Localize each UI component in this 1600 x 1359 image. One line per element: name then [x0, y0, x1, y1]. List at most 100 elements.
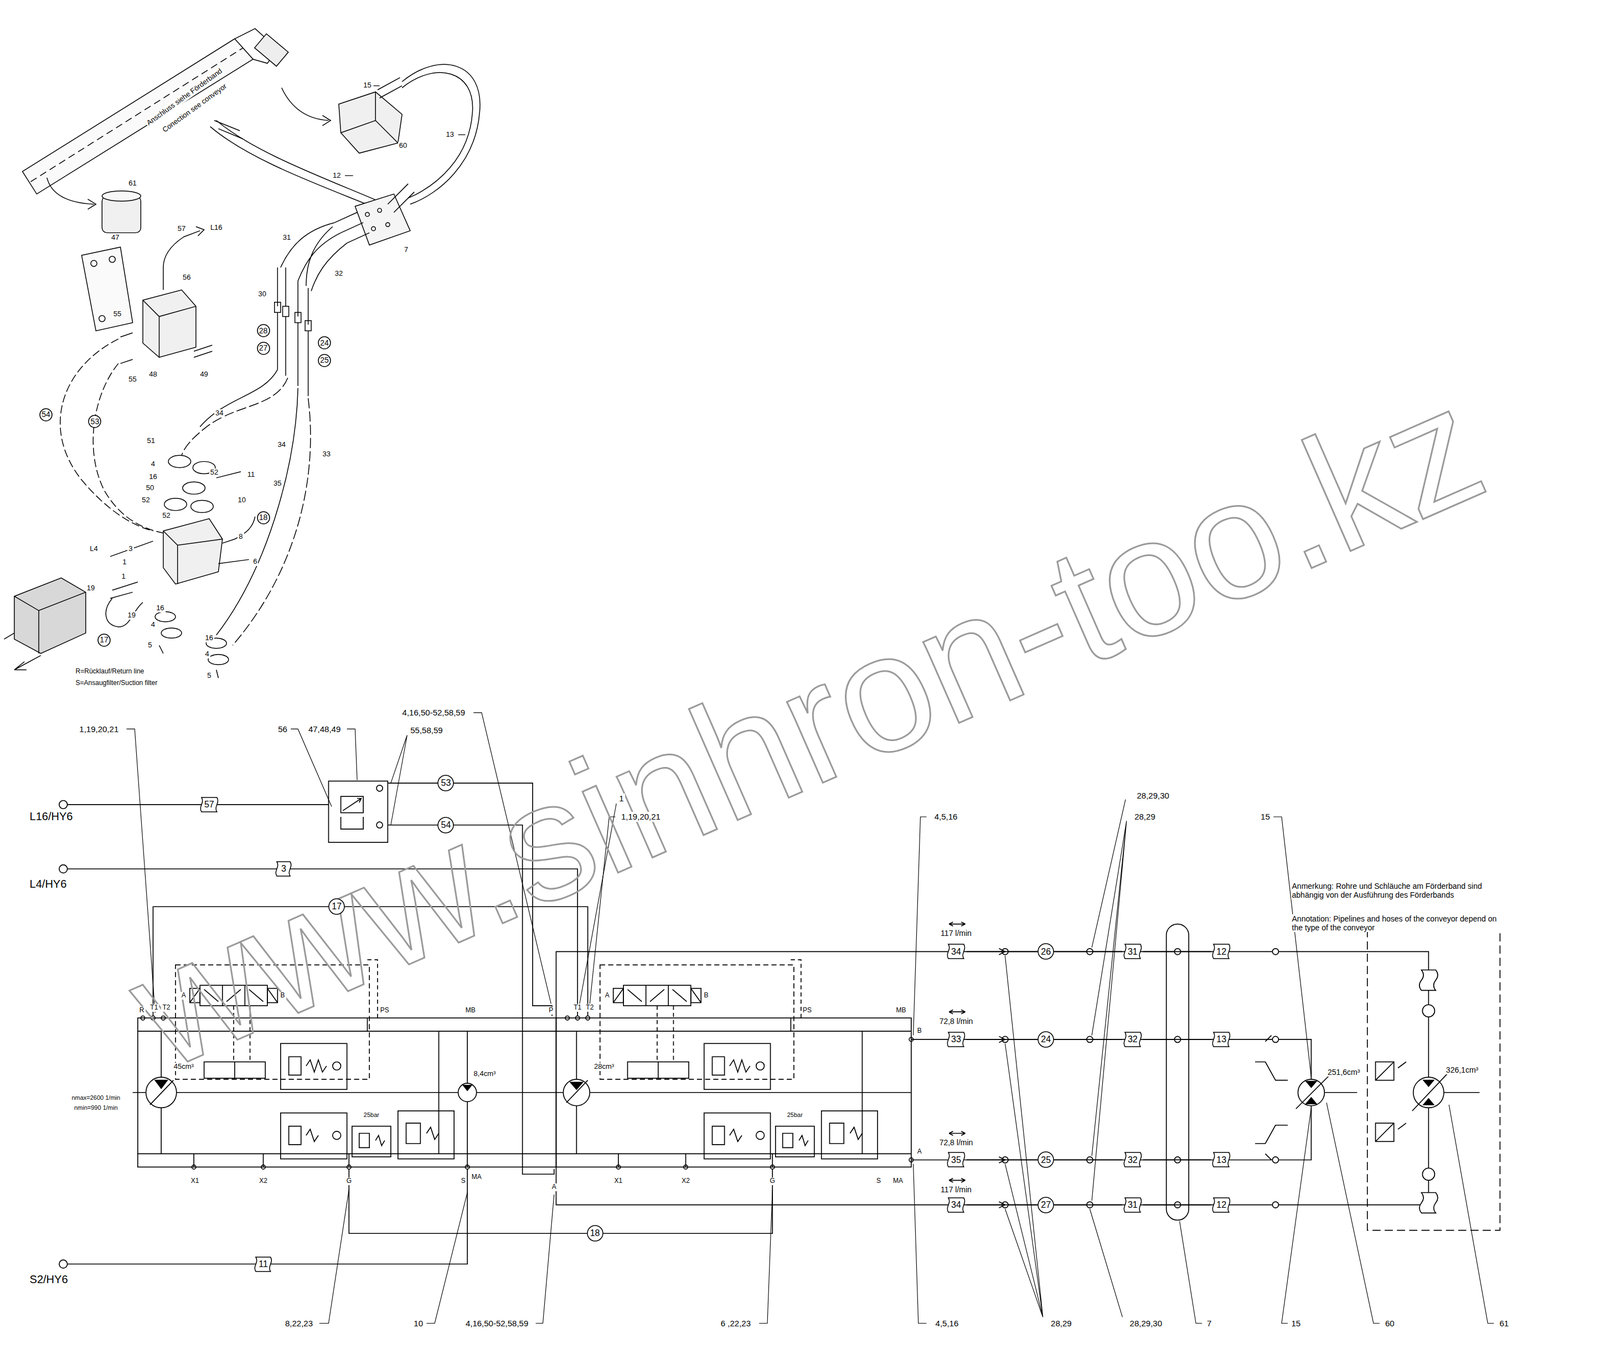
callout-number: 28,29,30: [1136, 790, 1171, 800]
callout-circle: 53: [437, 774, 454, 792]
port-label: T1: [148, 1003, 159, 1012]
leader-lines: [319, 1189, 349, 1324]
callout-number: L16: [209, 223, 224, 232]
callout-circle: 54: [437, 816, 454, 834]
hydraulic-lines: [555, 951, 1429, 1077]
port-name: L4/HY6: [28, 877, 69, 891]
conveyor-illustration: [210, 126, 383, 211]
port-label: G: [345, 1177, 353, 1185]
pump-block: [704, 1112, 771, 1159]
hydraulic-line: [1054, 1159, 1123, 1161]
conveyor-illustration: [371, 226, 376, 231]
port-label: T1: [572, 1003, 583, 1012]
hydraulic-lines: [67, 1168, 468, 1264]
hose-symbol: 12: [1210, 1196, 1232, 1213]
port-label: B: [702, 991, 710, 1000]
callout-number: 33: [321, 450, 332, 459]
conveyor-illustration: [164, 498, 188, 511]
pump-block: [585, 1015, 590, 1020]
leader-lines: [759, 1189, 773, 1324]
conveyor-illustration: [182, 481, 206, 494]
port-label: X2: [680, 1177, 691, 1185]
leader-lines: [535, 1194, 555, 1323]
hose-outline: [947, 1152, 965, 1167]
callout-number: 31: [281, 233, 292, 242]
conveyor-illustration: [163, 230, 200, 291]
hydraulic-lines: [1367, 918, 1501, 1230]
callout-number: 28,29,30: [1128, 1318, 1164, 1328]
hydraulic-lines: [1419, 969, 1438, 991]
pump-block: [690, 988, 701, 1003]
callout-number: 27: [259, 343, 268, 353]
displacement-label: 45cm³: [172, 1062, 195, 1071]
pump-block: [463, 1085, 472, 1091]
conveyor-illustration: [277, 312, 308, 396]
callout-number: 25: [1040, 1154, 1051, 1165]
callout-number: 54: [41, 410, 51, 419]
circle-outline: [587, 1225, 603, 1241]
hydraulic-lines: [1166, 924, 1190, 1221]
callout-number: 16: [147, 472, 158, 482]
pump-block: [565, 1015, 570, 1020]
callout-circle: 18: [256, 511, 271, 525]
callout-number: 11: [246, 470, 257, 479]
callout-circle: 25: [317, 353, 332, 368]
hydraulic-lines: [911, 1105, 1312, 1160]
hose-outline: [1213, 1152, 1231, 1167]
leader-lines: [1004, 955, 1043, 1318]
conveyor-illustration: [3, 632, 14, 639]
hose-symbol: 12: [1210, 943, 1232, 959]
hydraulic-lines: [1272, 1201, 1279, 1208]
conveyor-illustration: [161, 627, 182, 638]
conveyor-illustration: [214, 120, 244, 139]
callout-number: 4,5,16: [934, 1318, 960, 1328]
hose-outline: [200, 797, 218, 812]
hose-outline: [947, 1031, 965, 1047]
hydraulic-lines: [376, 785, 383, 792]
port-label: X1: [189, 1177, 201, 1185]
callout-number: 35: [951, 1154, 962, 1165]
pump-block: [690, 988, 701, 1003]
hydraulic-lines: [67, 803, 329, 805]
callout-number: 17: [331, 901, 342, 912]
pump-block: [566, 1080, 588, 1103]
hydraulic-lines: [59, 800, 68, 809]
pump-block: [347, 1164, 352, 1169]
callout-number: 51: [146, 436, 157, 446]
hydraulic-line: [966, 1159, 1038, 1161]
pump-block: [770, 1164, 775, 1169]
hydraulic-line: [1054, 1204, 1123, 1206]
callout-number: 34: [951, 1199, 962, 1210]
hose-symbol: 34: [945, 943, 967, 959]
leader-lines: [347, 728, 358, 780]
flow-rate: 117 l/min: [939, 1184, 973, 1194]
pump-block: [570, 1081, 583, 1089]
circle-outline: [39, 408, 53, 421]
hose-outline: [1123, 1031, 1142, 1047]
pump-block: [623, 984, 691, 1006]
hose-outline: [1123, 943, 1142, 959]
port-label: MA: [891, 1177, 905, 1185]
circle-outline: [1038, 1031, 1054, 1047]
hydraulic-lines: [348, 1168, 773, 1233]
conveyor-illustration: [105, 597, 143, 627]
conveyor-illustration: [277, 267, 308, 325]
pump-block: [756, 1061, 765, 1070]
conveyor-illustration: [354, 193, 411, 245]
port-label: S: [875, 1177, 882, 1185]
callout-number: 52: [161, 511, 172, 520]
callout-number: 18: [590, 1227, 601, 1238]
callout-number: 3: [127, 544, 134, 554]
callout-number: 31: [1127, 1199, 1138, 1210]
callout-number: 55: [127, 375, 138, 384]
hydraulic-lines: [1272, 1035, 1279, 1042]
hydraulic-lines: [1422, 1004, 1435, 1017]
circle-outline: [257, 342, 270, 355]
callout-number: 34: [951, 946, 962, 957]
callout-number: 11: [258, 1258, 268, 1269]
callout-number: 25: [320, 355, 329, 365]
callout-number: 19: [85, 584, 96, 593]
callout-number: 24: [1040, 1034, 1051, 1045]
pump-block: [627, 984, 688, 1006]
hydraulic-line: [1143, 1204, 1212, 1206]
